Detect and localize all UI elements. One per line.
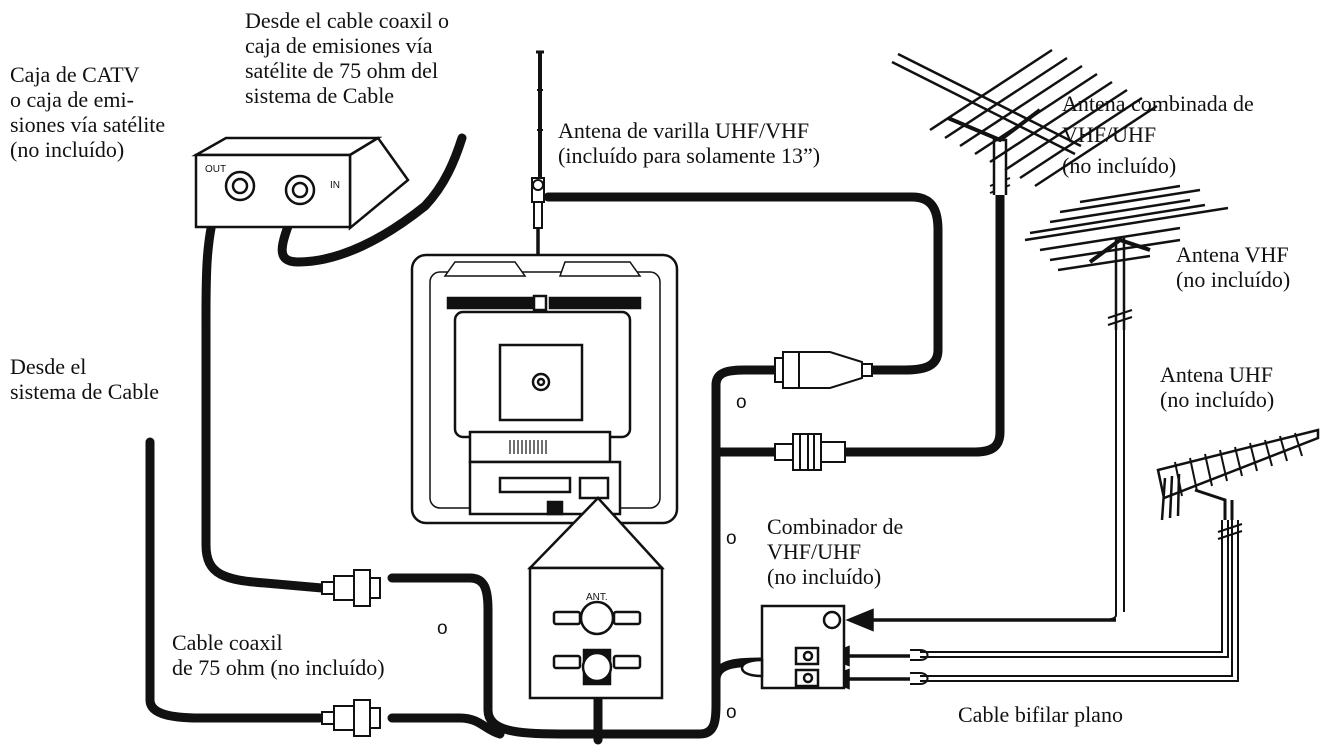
zoom-callout <box>527 496 665 700</box>
label-twin-lead: Cable bifilar plano <box>958 702 1123 727</box>
cable-tv-to-switch-bottom <box>387 713 505 739</box>
cable-combo-antenna <box>840 190 1005 457</box>
or-separator-3: o <box>437 618 448 639</box>
label-coax-cable: Cable coaxil de 75 ohm (no incluído) <box>172 630 385 680</box>
tv-ant-jack-top <box>532 294 548 312</box>
cable-riser-vertical <box>711 365 780 705</box>
cable-in-from-satellite <box>277 133 467 267</box>
thin-wires <box>868 177 1243 682</box>
arrow-to-combiner-uhf <box>845 608 874 632</box>
out-port-label: OUT <box>205 164 226 175</box>
cable-tv-to-switch-top <box>387 573 625 739</box>
spade-lugs <box>910 649 929 685</box>
television <box>410 253 679 525</box>
wire-vhf-mast <box>868 248 1117 621</box>
label-rod-antenna: Antena de varilla UHF/VHF (incluído para… <box>558 118 821 168</box>
uhf-antenna-drawing <box>1156 428 1320 521</box>
or-separator-1: o <box>736 392 747 413</box>
tv-neck-panel <box>498 343 584 422</box>
in-port-label: IN <box>330 180 340 191</box>
catv-box-front <box>194 153 352 229</box>
plug-push-on <box>774 351 873 389</box>
or-separator-2: o <box>726 528 737 549</box>
plug-coax-lower <box>321 699 381 737</box>
plug-f-connector <box>774 433 846 471</box>
wire-twin-1 <box>920 520 1223 653</box>
rod-antenna <box>536 50 544 178</box>
or-separator-4: o <box>726 702 737 723</box>
cable-rod-antenna <box>543 192 943 375</box>
catv-box <box>191 136 410 231</box>
catv-box-side <box>348 136 410 231</box>
cable-from-cable-system <box>145 437 325 723</box>
combiner-device <box>740 604 846 690</box>
zoom-ant-jack <box>579 600 615 636</box>
ant-port-label: ANT. <box>586 592 608 603</box>
label-from-coax: Desde el cable coaxil o caja de emisione… <box>245 8 450 108</box>
label-combo-antenna: Antena combinada de VHF/UHF (no incluído… <box>1062 91 1254 178</box>
wire-twin-4 <box>920 520 1239 682</box>
wire-uhf-break <box>1217 523 1243 540</box>
wire-twin-3 <box>920 520 1233 677</box>
vhf-antenna-drawing <box>1024 184 1229 330</box>
label-uhf-antenna: Antena UHF (no incluído) <box>1160 362 1275 412</box>
wire-twin-2 <box>920 520 1229 658</box>
cable-switch-to-combiner <box>615 657 765 739</box>
connectors <box>321 177 873 737</box>
combo-antenna-drawing <box>891 48 1158 195</box>
label-from-cable: Desde el sistema de Cable <box>10 354 160 404</box>
catv-box-top <box>191 136 383 157</box>
plug-coax-upper <box>321 569 381 607</box>
tv-control-board <box>468 430 612 464</box>
rod-base <box>531 177 545 229</box>
wire-vhf-break <box>1107 309 1133 326</box>
label-combiner: Combinador de VHF/UHF (no incluído) <box>767 514 904 589</box>
tv-vents <box>509 440 547 454</box>
label-vhf-antenna: Antena VHF (no incluído) <box>1176 242 1291 292</box>
cable-out-to-tv <box>201 195 327 593</box>
label-catv-box: Caja de CATV o caja de emi- siones vía s… <box>10 62 166 162</box>
combiner-jack <box>822 610 842 630</box>
